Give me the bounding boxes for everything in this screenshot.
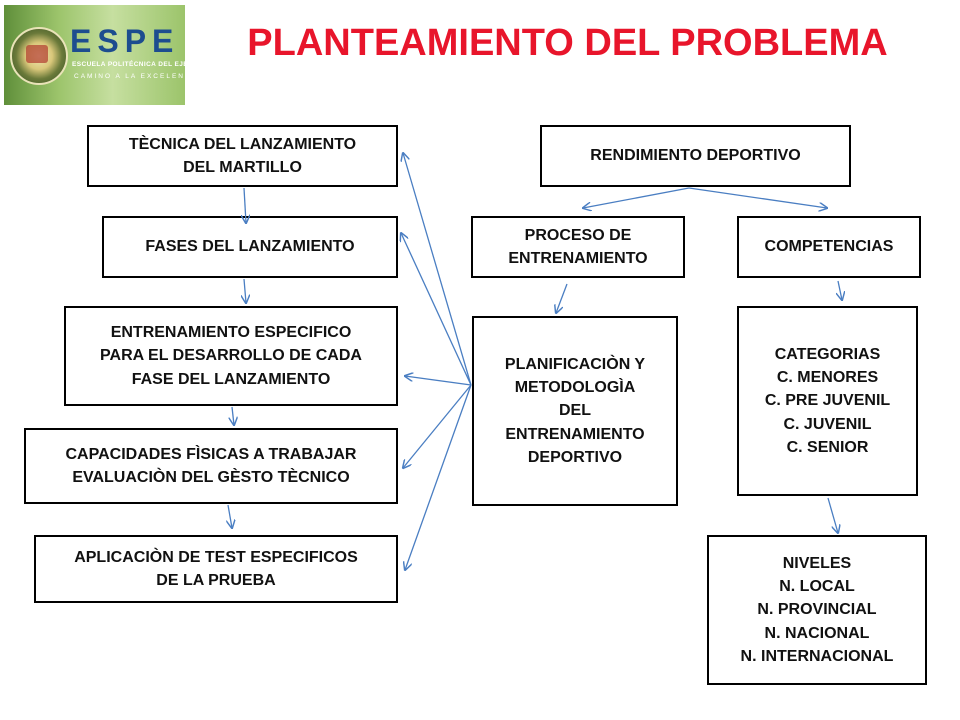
box-entrenamiento-especifico: ENTRENAMIENTO ESPECIFICO PARA EL DESARRO… [64,306,398,406]
box-niveles: NIVELES N. LOCAL N. PROVINCIAL N. NACION… [707,535,927,685]
box-entrenamiento-text: ENTRENAMIENTO ESPECIFICO PARA EL DESARRO… [100,324,362,388]
box-categorias: CATEGORIAS C. MENORES C. PRE JUVENIL C. … [737,306,918,496]
box-competencias-text: COMPETENCIAS [764,238,894,256]
espe-seal-icon [10,27,68,85]
arrow-fases-to-entrenamiento [244,278,246,303]
arrow-tecnica-to-fases [244,187,246,223]
logo-name: ESPE [70,23,180,59]
arrow-rendimiento-to-competencias [688,187,827,208]
arrow-plan-to-entrenamiento [405,376,472,386]
box-aplicacion-text: APLICACIÒN DE TEST ESPECIFICOS DE LA PRU… [74,548,358,589]
box-planificacion-text: PLANIFICACIÒN Y METODOLOGÌA DEL ENTRENAM… [504,356,646,466]
box-tecnica-text: TÈCNICA DEL LANZAMIENTO DEL MARTILLO [128,135,357,176]
arrow-competencias-to-categorias [838,280,842,300]
box-capacidades-text: CAPACIDADES FÌSICAS A TRABAJAR EVALUACIÒ… [65,445,357,486]
arrow-plan-to-aplicacion [405,384,472,570]
arrow-plan-to-capacidades [403,384,472,468]
box-fases-lanzamiento: FASES DEL LANZAMIENTO [102,216,398,278]
box-niveles-text: NIVELES N. LOCAL N. PROVINCIAL N. NACION… [740,555,894,665]
arrow-entrenamiento-to-capacidades [232,406,234,425]
box-proceso-entrenamiento: PROCESO DE ENTRENAMIENTO [471,216,685,278]
arrow-categorias-to-niveles [827,497,838,533]
box-rendimiento-deportivo: RENDIMIENTO DEPORTIVO [540,125,851,187]
logo-subtitle: ESCUELA POLITÉCNICA DEL EJÉRCITO [72,61,211,68]
arrow-proceso-to-planificacion [556,283,568,313]
espe-logo: ESPE ESCUELA POLITÉCNICA DEL EJÉRCITO CA… [4,5,210,105]
box-tecnica-lanzamiento: TÈCNICA DEL LANZAMIENTO DEL MARTILLO [87,125,398,187]
arrow-plan-to-tecnica [403,153,472,386]
page-title: PLANTEAMIENTO DEL PROBLEMA [247,22,888,64]
box-proceso-text: PROCESO DE ENTRENAMIENTO [508,226,648,267]
box-capacidades-fisicas: CAPACIDADES FÌSICAS A TRABAJAR EVALUACIÒ… [24,428,398,504]
box-rendimiento-text: RENDIMIENTO DEPORTIVO [590,147,801,165]
box-fases-text: FASES DEL LANZAMIENTO [145,238,355,256]
box-categorias-text: CATEGORIAS C. MENORES C. PRE JUVENIL C. … [764,346,891,456]
box-planificacion-metodologia: PLANIFICACIÒN Y METODOLOGÌA DEL ENTRENAM… [472,316,678,506]
arrow-rendimiento-to-proceso [583,187,690,208]
arrow-capacidades-to-aplicacion [228,504,232,528]
logo-motto: CAMINO A LA EXCELENCIA [74,73,202,80]
arrow-plan-to-fases [401,233,472,386]
box-aplicacion-test: APLICACIÒN DE TEST ESPECIFICOS DE LA PRU… [34,535,398,603]
box-competencias: COMPETENCIAS [737,216,921,278]
